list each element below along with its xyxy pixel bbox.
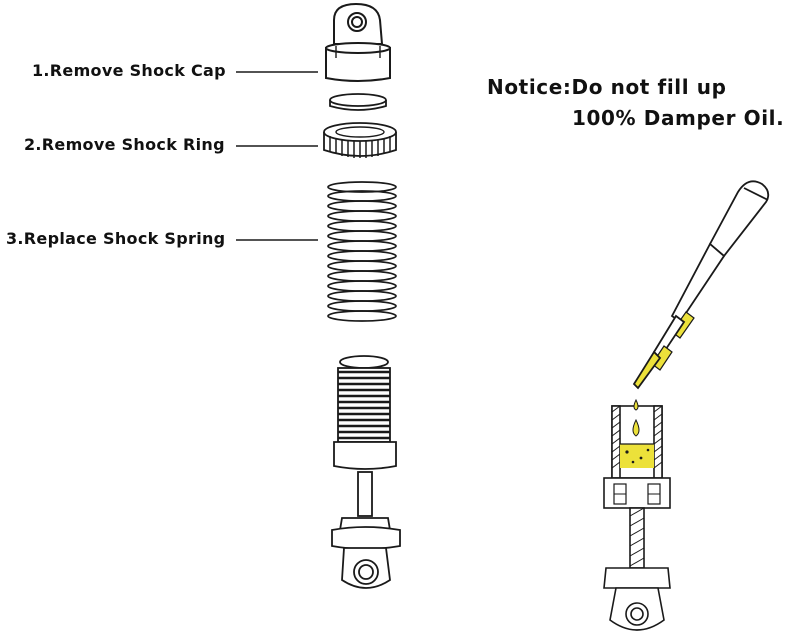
shock-spring-icon bbox=[327, 181, 397, 322]
shock-cutaway-icon bbox=[603, 398, 671, 631]
shock-washer-icon bbox=[329, 93, 387, 111]
shock-cap-icon bbox=[325, 2, 391, 82]
step-replace-spring-label: 3.Replace Shock Spring bbox=[6, 229, 226, 248]
notice-line-1: Notice:Do not fill up bbox=[487, 75, 727, 99]
oil-dropper-icon bbox=[632, 180, 770, 390]
shock-body-icon bbox=[331, 355, 401, 589]
leader-lines bbox=[236, 71, 318, 241]
step-remove-ring-label: 2.Remove Shock Ring bbox=[24, 135, 225, 154]
step-remove-cap-label: 1.Remove Shock Cap bbox=[32, 61, 226, 80]
shock-ring-icon bbox=[323, 122, 397, 158]
notice-line-2: 100% Damper Oil. bbox=[572, 106, 785, 130]
